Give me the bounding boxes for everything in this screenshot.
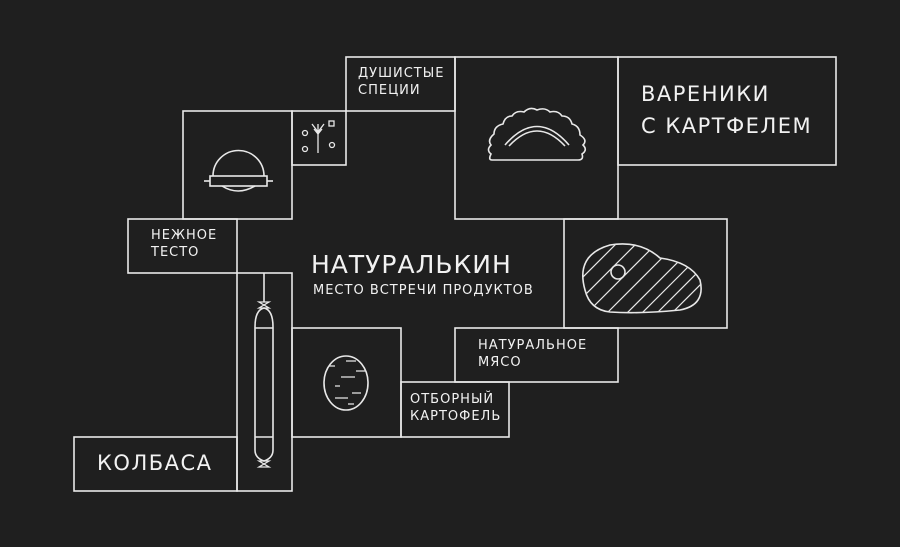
meat-label: НАТУРАЛЬНОЕ МЯСО (478, 338, 588, 370)
vareniki-label-box (617, 56, 837, 166)
sausage-icon (254, 273, 274, 468)
spices-label: ДУШИСТЫЕ СПЕЦИИ (358, 66, 445, 98)
steak-icon (581, 243, 702, 314)
brand-tagline: место встречи продуктов (313, 283, 534, 298)
dough-bowl-icon (204, 149, 273, 192)
sausage-label-box (73, 436, 238, 492)
potato-icon-box (291, 327, 402, 438)
meat-label-box (454, 327, 619, 383)
spices-icon-box (291, 110, 347, 166)
sausage-label: КОЛБАСА (97, 451, 213, 475)
potato-icon (323, 355, 369, 411)
brand-title: Натуралькин (311, 250, 512, 279)
vareniki-label: ВАРЕНИКИ С КАРТФЕЛЕМ (641, 82, 813, 138)
vareniki-icon-box (454, 56, 619, 220)
dough-label-box (127, 218, 238, 274)
meat-icon-box (563, 218, 728, 329)
dough-label: НЕЖНОЕ ТЕСТО (151, 228, 218, 260)
potato-label-box (400, 381, 510, 438)
dumpling-icon (487, 107, 587, 161)
potato-label: ОТБОРНЫЙ КАРТОФЕЛЬ (410, 392, 502, 424)
dough-icon-box (182, 110, 293, 220)
spices-sprig-icon (301, 120, 336, 153)
